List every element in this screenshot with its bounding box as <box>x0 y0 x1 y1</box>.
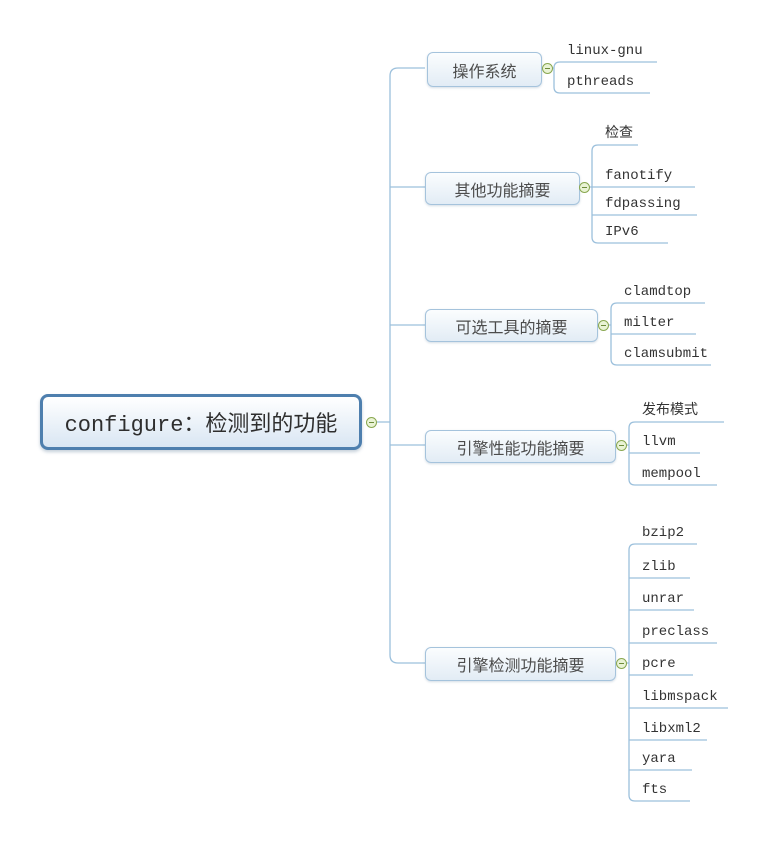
branch-node-engine-detection[interactable]: 引擎检测功能摘要 <box>425 647 616 681</box>
root-node[interactable]: configure：检测到的功能 <box>40 394 362 450</box>
child-node-libxml2[interactable]: libxml2 <box>642 721 701 737</box>
branch-node-optional-tools[interactable]: 可选工具的摘要 <box>425 309 598 342</box>
child-node-fdpassing[interactable]: fdpassing <box>605 196 681 212</box>
branch-1-collapse-minus-toggle[interactable] <box>542 63 553 74</box>
child-node-linux-gnu[interactable]: linux-gnu <box>567 43 643 59</box>
child-node-mempool[interactable]: mempool <box>642 466 701 482</box>
branch-node-other-features[interactable]: 其他功能摘要 <box>425 172 580 205</box>
child-node-milter[interactable]: milter <box>624 315 675 331</box>
child-node-fts[interactable]: fts <box>642 782 668 798</box>
child-node-unrar[interactable]: unrar <box>642 591 685 607</box>
child-node-check[interactable]: 检查 <box>605 126 633 142</box>
child-node-zlib[interactable]: zlib <box>642 559 676 575</box>
branch-4-collapse-minus-toggle[interactable] <box>616 440 627 451</box>
child-node-pcre[interactable]: pcre <box>642 656 676 672</box>
branch-node-engine-performance[interactable]: 引擎性能功能摘要 <box>425 430 616 463</box>
child-node-bzip2[interactable]: bzip2 <box>642 525 685 541</box>
child-node-pthreads[interactable]: pthreads <box>567 74 635 90</box>
branch-3-collapse-minus-toggle[interactable] <box>598 320 609 331</box>
child-node-release-mode[interactable]: 发布模式 <box>642 403 698 419</box>
child-node-clamdtop[interactable]: clamdtop <box>624 284 692 300</box>
child-node-clamsubmit[interactable]: clamsubmit <box>624 346 709 362</box>
child-node-preclass[interactable]: preclass <box>642 624 710 640</box>
branch-5-children-connector <box>626 543 728 802</box>
trunk-connector <box>377 67 425 664</box>
branch-2-children-connector <box>589 144 697 244</box>
branch-node-operating-system[interactable]: 操作系统 <box>427 52 542 87</box>
root-collapse-minus-toggle[interactable] <box>366 417 377 428</box>
child-node-yara[interactable]: yara <box>642 751 676 767</box>
branch-2-collapse-minus-toggle[interactable] <box>579 182 590 193</box>
child-node-llvm[interactable]: llvm <box>642 434 676 450</box>
child-node-fanotify[interactable]: fanotify <box>605 168 673 184</box>
child-node-ipv6[interactable]: IPv6 <box>605 224 639 240</box>
branch-5-collapse-minus-toggle[interactable] <box>616 658 627 669</box>
child-node-libmspack[interactable]: libmspack <box>642 689 718 705</box>
